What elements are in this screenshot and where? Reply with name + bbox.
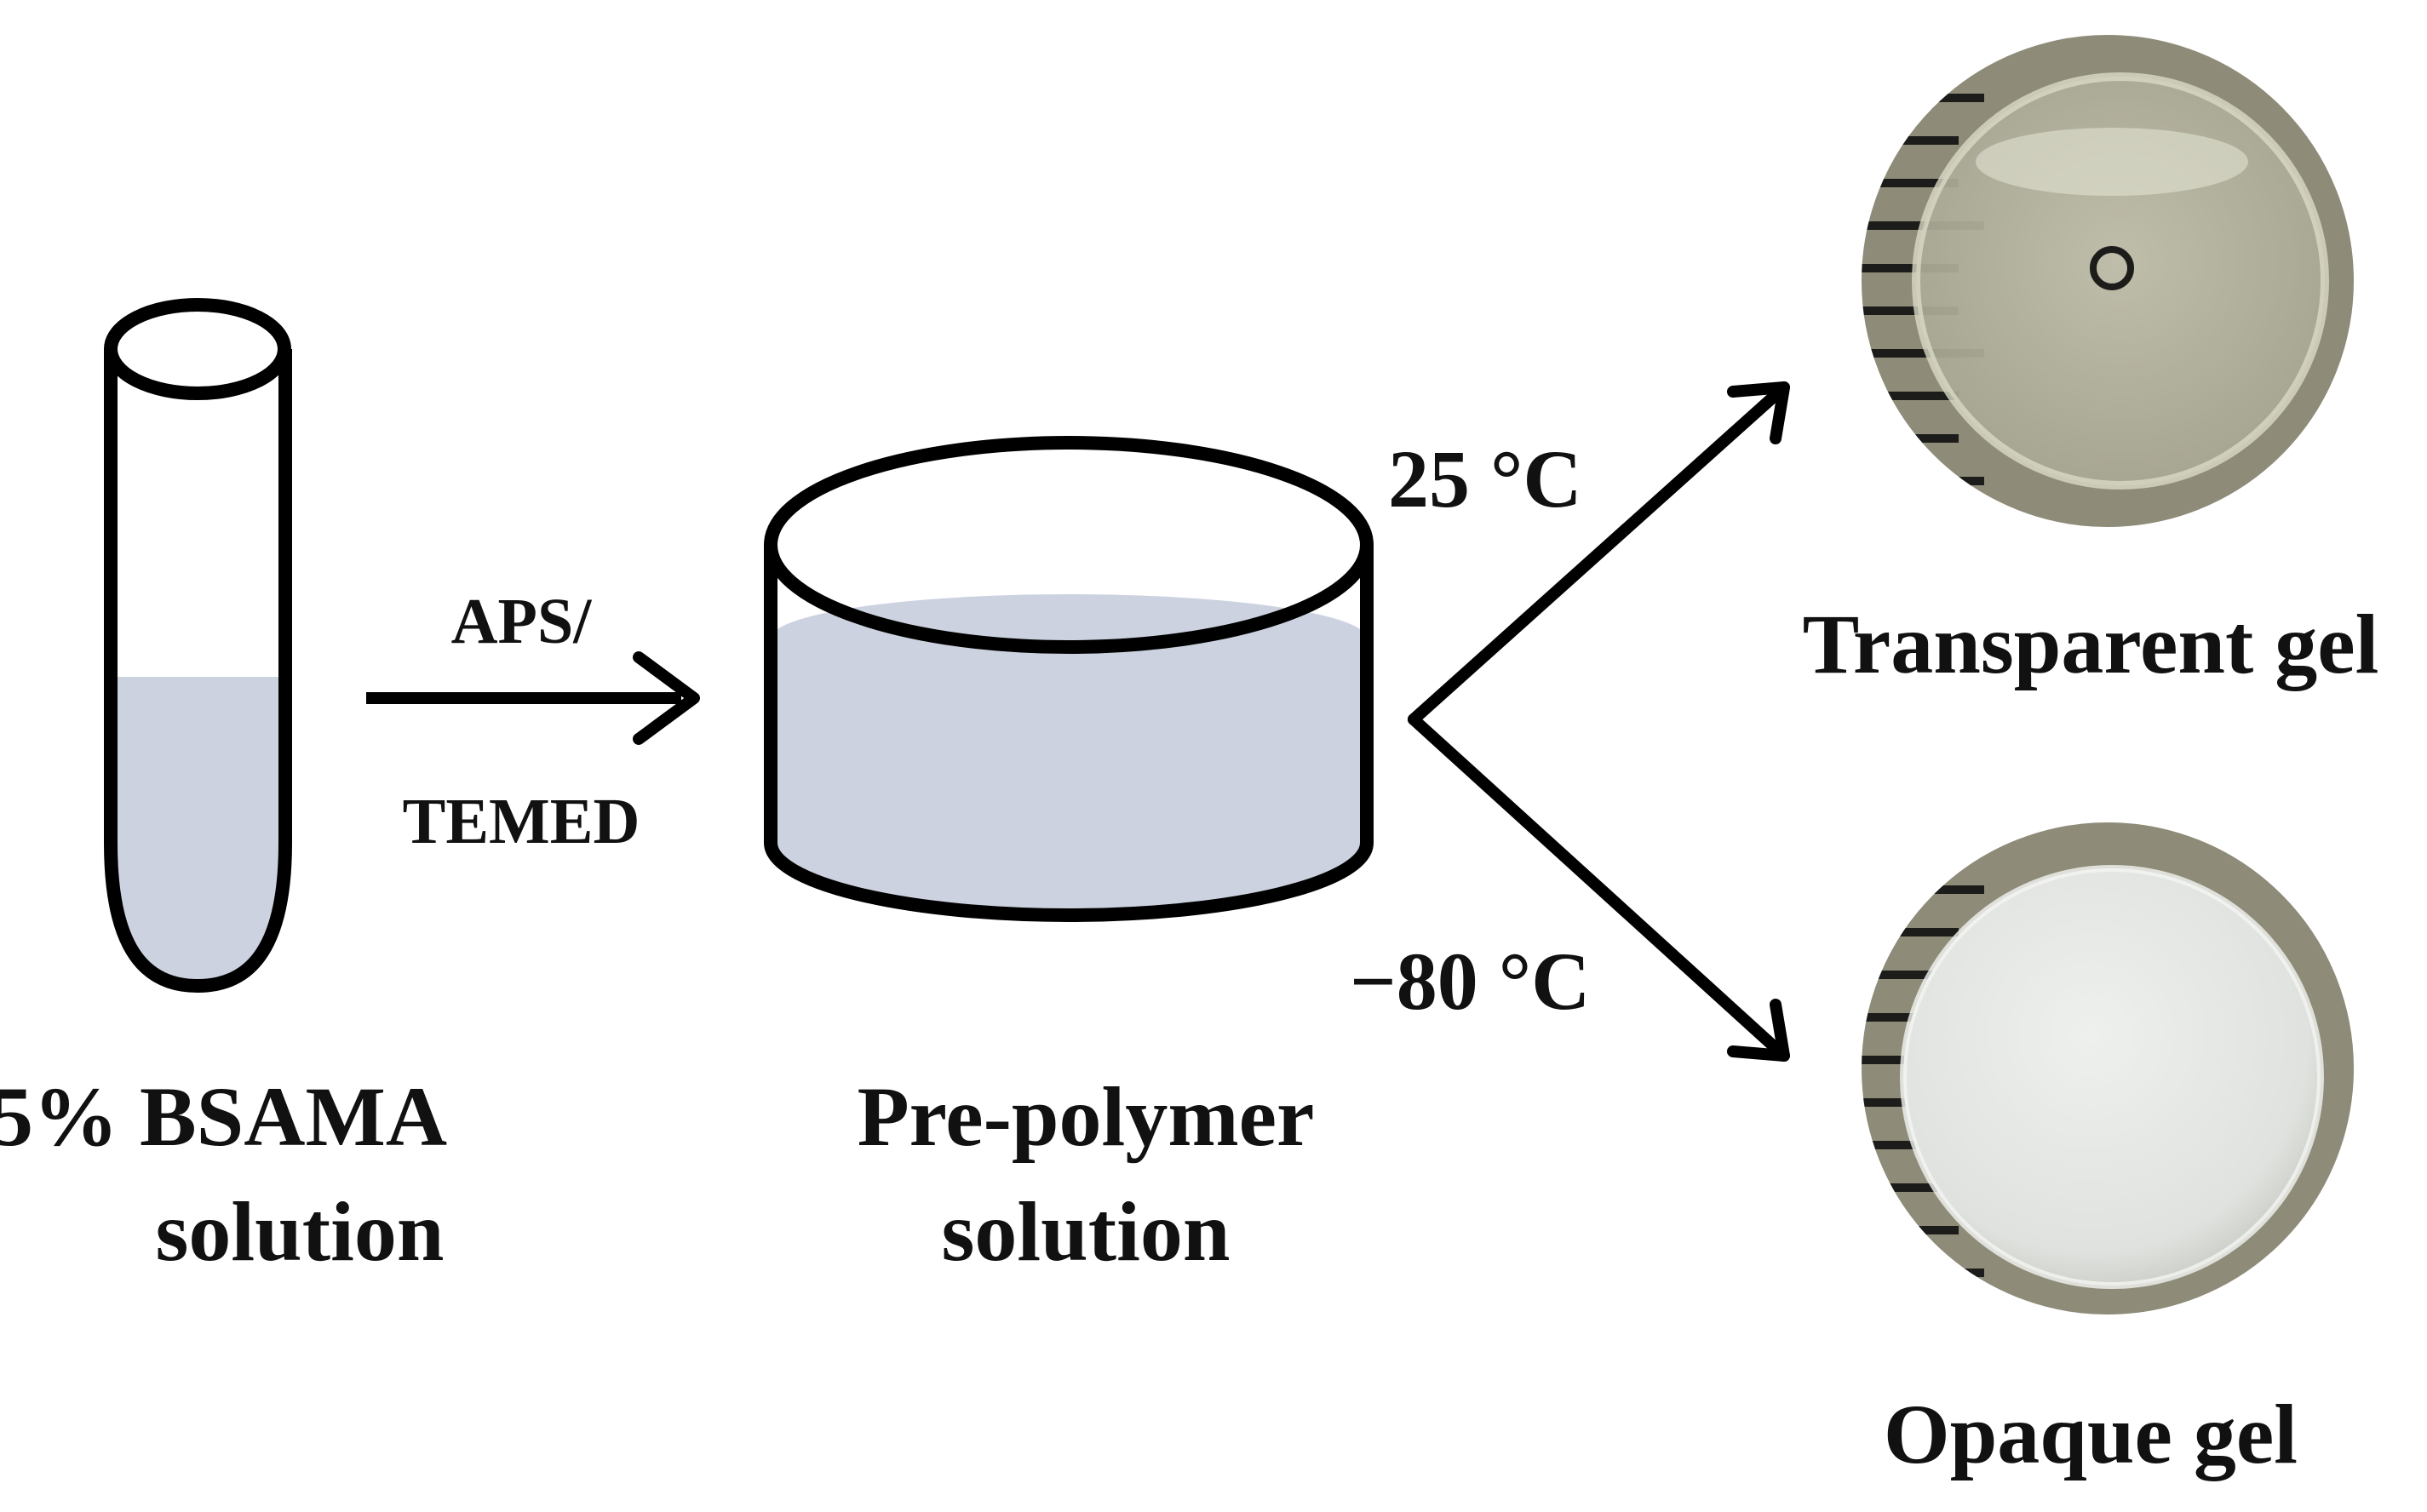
upper-branch-arrow [1408, 381, 1790, 725]
centrifuge-tube [104, 298, 292, 993]
tube-label-line2: solution [155, 1184, 444, 1279]
upper-temperature-label: 25 °C [1388, 433, 1582, 524]
branch-arrows [1408, 381, 1790, 1062]
transparent-gel-label: Transparent gel [1803, 597, 2379, 691]
reagent-arrow [366, 651, 700, 745]
dish-rim [764, 436, 1374, 654]
lower-branch-arrow [1408, 713, 1790, 1062]
transparent-gel-photo [1860, 33, 2355, 529]
opaque-gel-disc [1903, 868, 2321, 1286]
reagent-label-line2: TEMED [403, 786, 640, 857]
dish-label-line1: Pre-polymer [858, 1069, 1315, 1164]
tube-liquid [111, 677, 285, 986]
dish-body [764, 545, 1374, 922]
tube-opening [104, 298, 291, 400]
lower-temperature-label: −80 °C [1350, 936, 1590, 1027]
dish-liquid [771, 594, 1367, 915]
opaque-gel-photo [1860, 821, 2355, 1316]
reagent-label-line1: APS/ [451, 586, 593, 657]
tube-label-line1: 15% BSAMA [0, 1069, 447, 1164]
dish-label-line2: solution [941, 1184, 1230, 1279]
tube-body [104, 349, 292, 993]
petri-dish [764, 436, 1374, 922]
opaque-gel-label: Opaque gel [1884, 1387, 2298, 1481]
